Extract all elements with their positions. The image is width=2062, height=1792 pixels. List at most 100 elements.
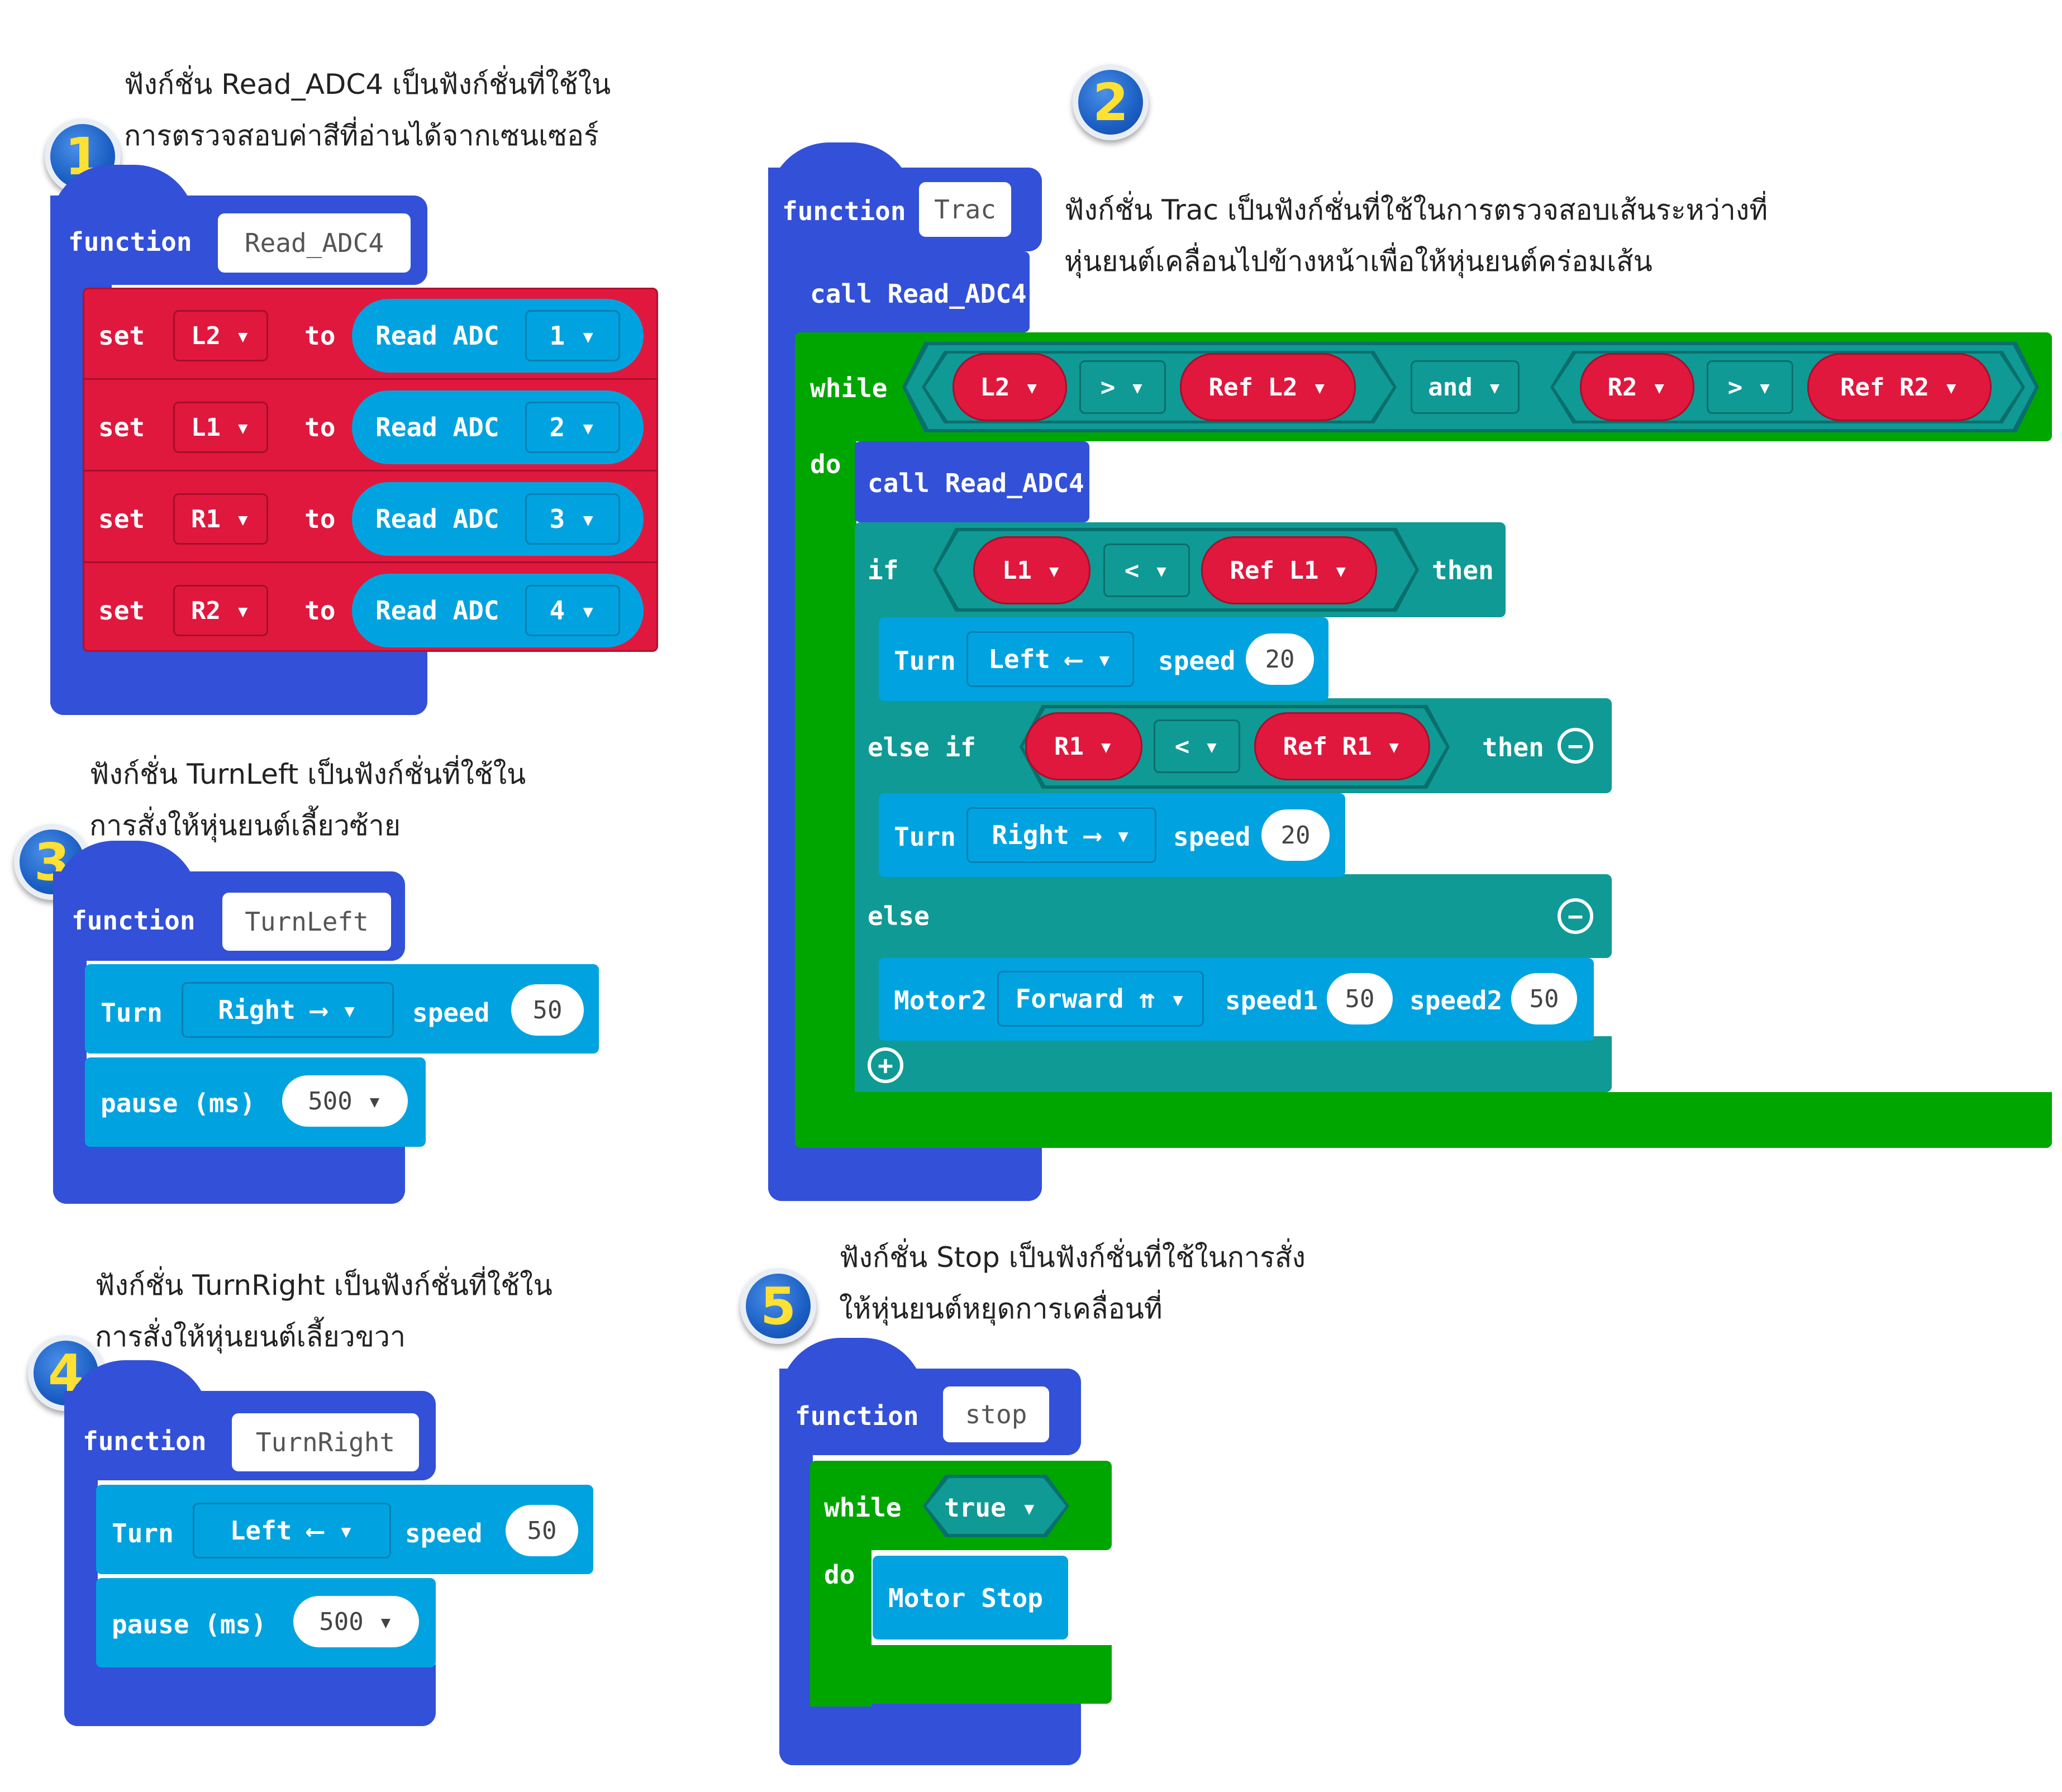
direction-dropdown[interactable]: Right ⟶ ▾ [966,807,1156,863]
turn-keyword: Turn [894,646,956,676]
true-condition-body [926,1478,1066,1534]
and-dropdown[interactable]: and ▾ [1411,360,1520,414]
call-label: call Read_ADC4 [868,468,1084,498]
channel-dropdown[interactable]: 4 ▾ [525,585,620,636]
while-keyword: while [824,1493,902,1523]
direction-dropdown[interactable]: Forward ⇈ ▾ [997,971,1204,1027]
remove-branch-icon[interactable]: − [1558,728,1593,764]
var-ref-l1[interactable]: Ref L1 ▾ [1201,536,1377,604]
read-adc-label: Read ADC [375,321,499,351]
function-name-field[interactable]: Trac [919,182,1011,237]
operator-dropdown[interactable]: < ▾ [1154,719,1240,773]
operator-dropdown[interactable]: > ▾ [1079,360,1166,414]
var-l1[interactable]: L1 ▾ [973,536,1090,604]
then-keyword: then [1482,732,1544,762]
var-ref-r2[interactable]: Ref R2 ▾ [1807,353,1992,421]
function-name-field[interactable]: TurnRight [232,1413,419,1471]
channel-dropdown[interactable]: 1 ▾ [525,310,620,361]
pause-keyword: pause (ms) [101,1088,255,1118]
set-keyword: set [98,321,145,351]
var-r2[interactable]: R2 ▾ [1580,353,1694,421]
caption-trac: ฟังก์ชั่น Trac เป็นฟังก์ชั่นที่ใช้ในการต… [1064,184,1768,287]
variable-dropdown[interactable]: R1 ▾ [173,493,268,545]
call-block[interactable] [795,251,1030,332]
operator-dropdown[interactable]: > ▾ [1707,360,1793,414]
caption-line: การสั่งให้หุ่นยนต์เลี้ยวขวา [95,1321,406,1353]
while-spine [795,436,856,1140]
speed1-input[interactable]: 50 [1327,973,1393,1024]
speed2-input[interactable]: 50 [1511,973,1577,1024]
speed-keyword: speed [405,1518,483,1548]
badge-2: 2 [1073,64,1149,140]
caption-line: ฟังก์ชั่น TurnRight เป็นฟังก์ชั่นที่ใช้ใ… [95,1269,553,1302]
function-name-field[interactable]: Read_ADC4 [218,213,411,273]
while-footer [795,1092,2052,1148]
speed-input[interactable]: 20 [1246,633,1314,685]
caption-line: หุ่นยนต์เคลื่อนไปข้างหน้าเพื่อให้หุ่นยนต… [1064,245,1653,278]
direction-dropdown[interactable]: Left ⟵ ▾ [193,1503,391,1559]
if-footer [855,1036,1612,1092]
do-keyword: do [810,449,841,479]
do-keyword: do [824,1560,855,1590]
channel-dropdown[interactable]: 2 ▾ [525,402,620,453]
speed-input[interactable]: 50 [506,1505,578,1556]
pause-dropdown[interactable]: 500 ▾ [293,1596,419,1647]
caption-line: การตรวจสอบค่าสีที่อ่านได้จากเซนเซอร์ [124,120,599,152]
set-keyword: set [98,595,145,626]
function-footer [779,1704,1081,1765]
operator-dropdown[interactable]: < ▾ [1103,544,1190,597]
set-keyword: set [98,504,145,534]
function-footer [768,1140,1042,1201]
var-l2[interactable]: L2 ▾ [953,353,1067,421]
caption-line: ให้หุ่นยนต์หยุดการเคลื่อนที่ [839,1293,1163,1325]
remove-else-icon[interactable]: − [1558,898,1593,934]
turn-keyword: Turn [112,1518,174,1548]
caption-turnleft: ฟังก์ชั่น TurnLeft เป็นฟังก์ชั่นที่ใช้ใน… [89,749,526,851]
divider [83,561,658,563]
function-name-field[interactable]: stop [943,1386,1049,1442]
divider [83,378,658,380]
divider [83,470,658,471]
else-keyword: else [868,901,930,931]
while-keyword: while [810,373,888,403]
var-ref-r1[interactable]: Ref R1 ▾ [1254,712,1430,780]
speed1-keyword: speed1 [1225,985,1318,1016]
add-branch-icon[interactable]: + [868,1047,903,1083]
function-keyword: function [83,1426,207,1456]
speed-input[interactable]: 50 [511,984,584,1036]
function-keyword: function [782,196,906,226]
to-keyword: to [304,412,336,442]
variable-dropdown[interactable]: L1 ▾ [173,402,268,453]
call-block[interactable] [855,441,1089,522]
pause-dropdown[interactable]: 500 ▾ [282,1075,408,1127]
turn-keyword: Turn [894,822,956,852]
call-label: call Read_ADC4 [810,279,1027,309]
speed-input[interactable]: 20 [1261,809,1330,861]
read-adc-label: Read ADC [375,595,499,626]
motor-stop-block[interactable] [873,1556,1068,1640]
pause-keyword: pause (ms) [112,1609,266,1640]
motor2-keyword: Motor2 [894,985,987,1016]
variable-dropdown[interactable]: R2 ▾ [173,585,268,636]
turn-keyword: Turn [101,998,163,1028]
channel-dropdown[interactable]: 3 ▾ [525,493,620,545]
true-dropdown[interactable]: true ▾ [944,1493,1037,1523]
to-keyword: to [304,595,336,626]
while-footer [810,1645,1112,1704]
caption-stop: ฟังก์ชั่น Stop เป็นฟังก์ชั่นที่ใช้ในการส… [839,1232,1306,1335]
caption-turnright: ฟังก์ชั่น TurnRight เป็นฟังก์ชั่นที่ใช้ใ… [95,1260,553,1362]
variable-dropdown[interactable]: L2 ▾ [173,310,268,361]
direction-dropdown[interactable]: Right ⟶ ▾ [182,982,394,1038]
motor-stop-label: Motor Stop [888,1583,1043,1613]
function-keyword: function [795,1401,919,1431]
else-header [855,874,1612,958]
to-keyword: to [304,504,336,534]
direction-dropdown[interactable]: Left ⟵ ▾ [966,631,1134,687]
caption-line: ฟังก์ชั่น Stop เป็นฟังก์ชั่นที่ใช้ในการส… [839,1241,1306,1274]
function-name-field[interactable]: TurnLeft [222,893,391,951]
var-r1[interactable]: R1 ▾ [1025,712,1142,780]
function-footer [64,1665,436,1726]
then-keyword: then [1432,555,1494,585]
var-ref-l2[interactable]: Ref L2 ▾ [1180,353,1356,421]
read-adc-label: Read ADC [375,412,499,442]
